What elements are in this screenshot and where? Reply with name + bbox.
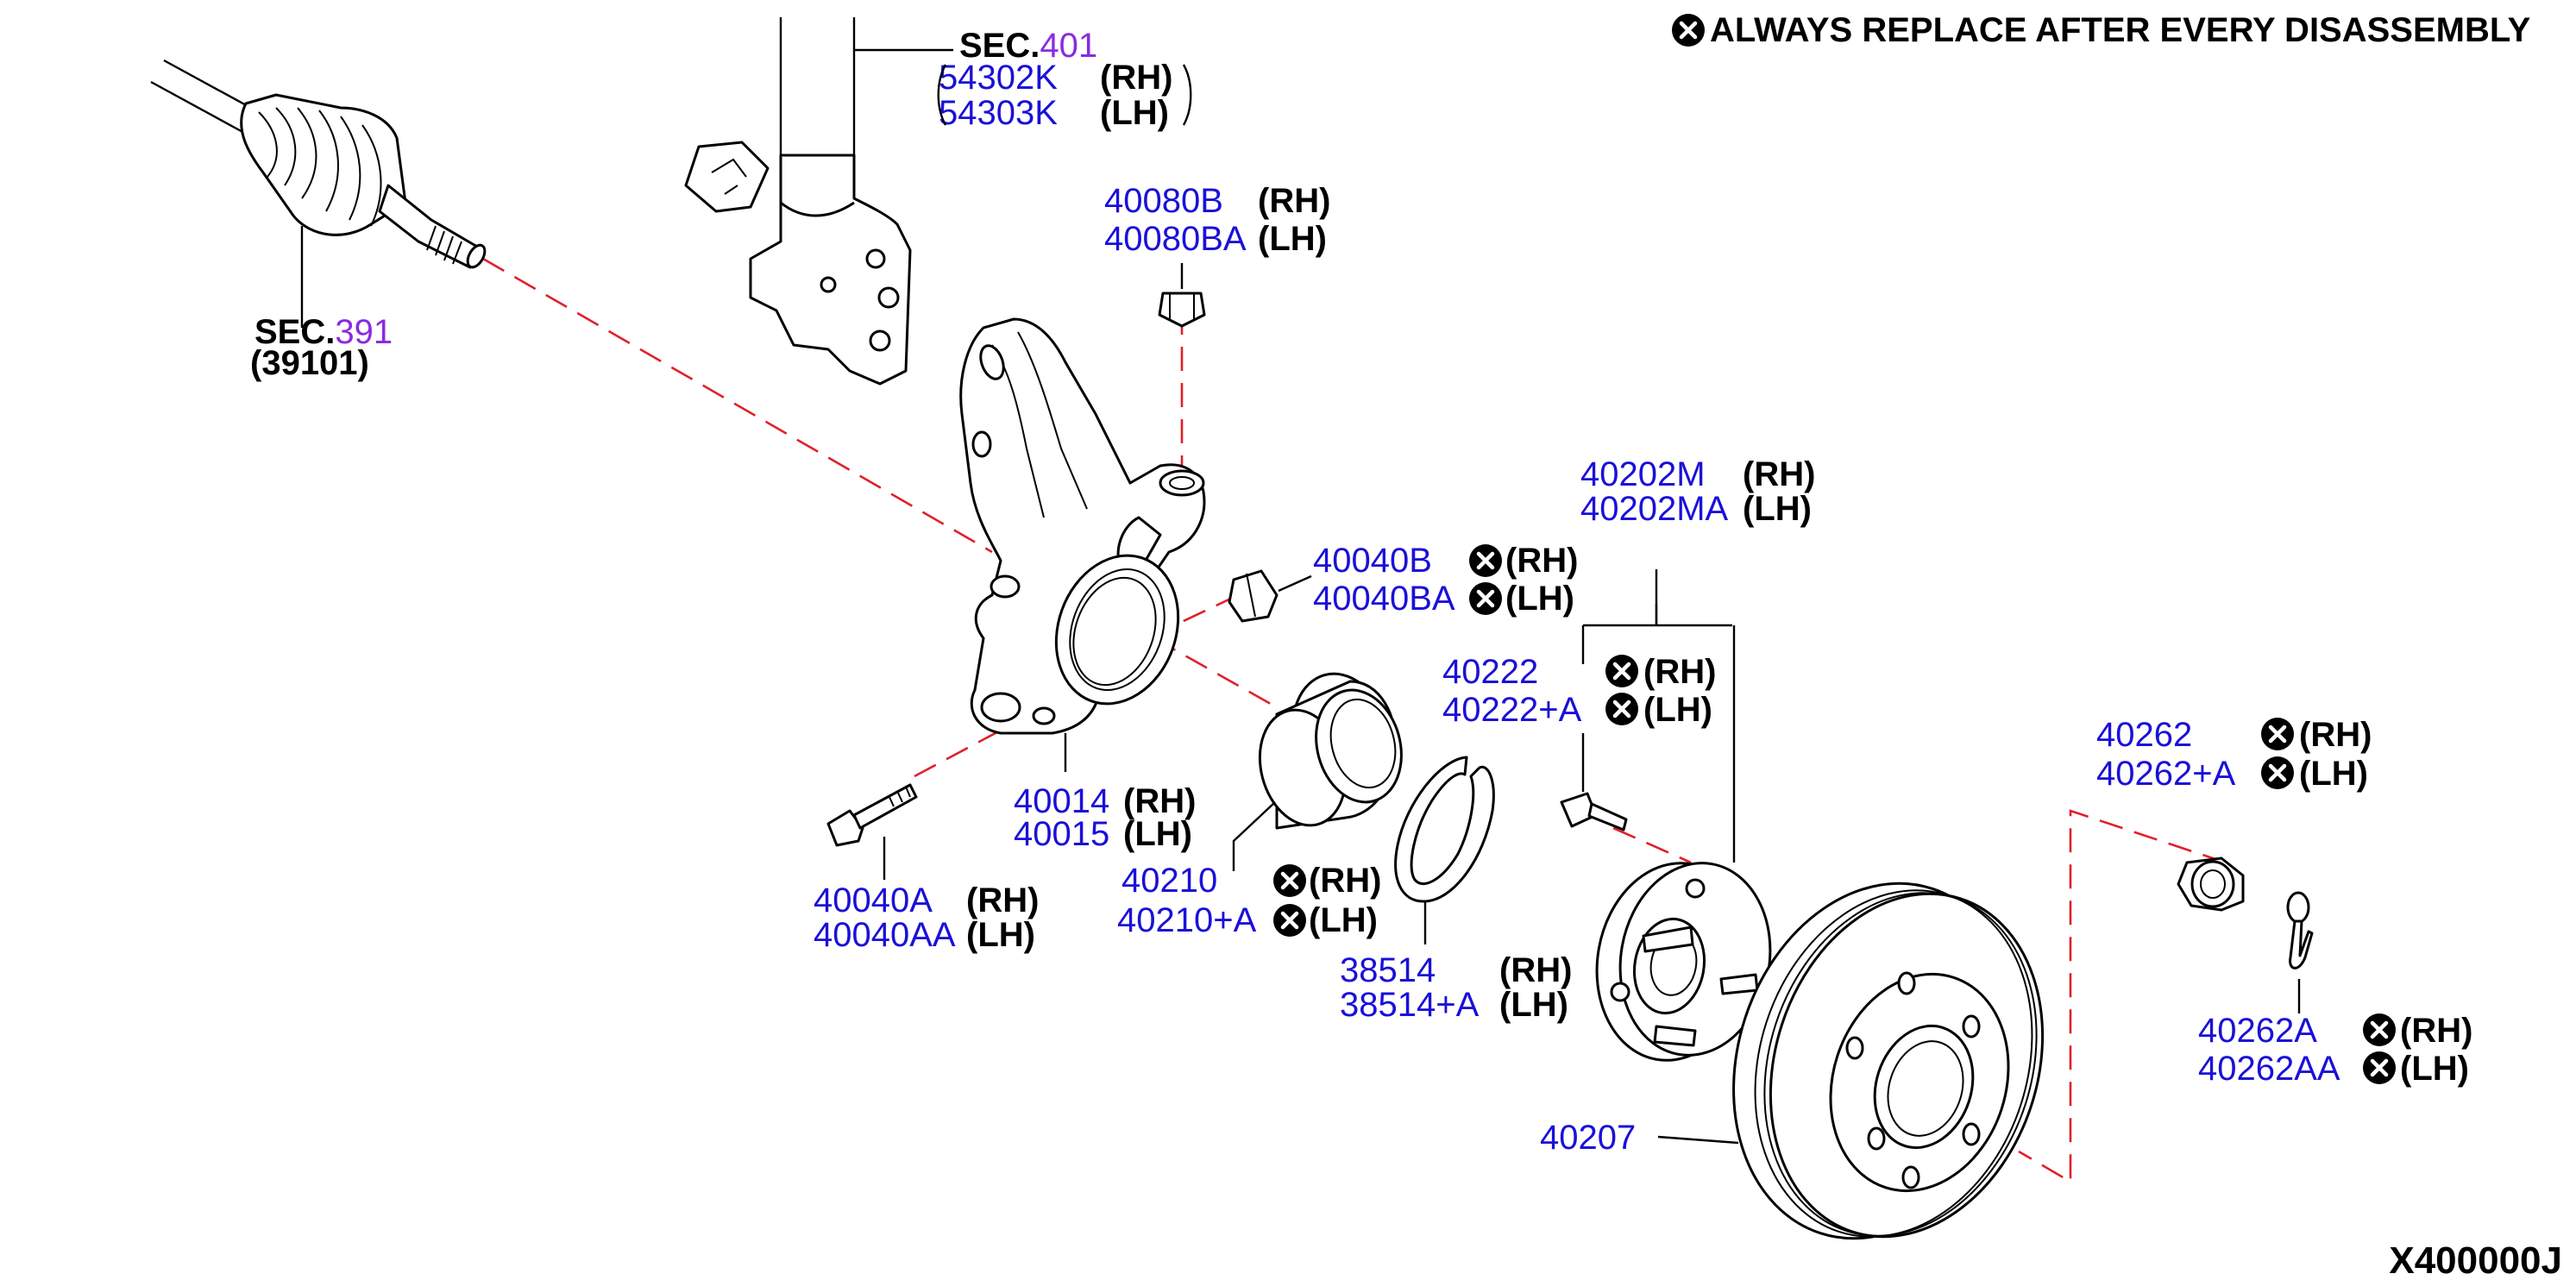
svg-text:(RH): (RH) (1309, 862, 1381, 900)
svg-text:40222+A: 40222+A (1442, 691, 1582, 729)
svg-text:40040AA: 40040AA (814, 916, 956, 954)
svg-text:(LH): (LH) (1743, 490, 1812, 528)
label-sec391: SEC.391 (39101) (250, 313, 393, 382)
label-40202m: 40202M (RH) 40202MA (LH) (1580, 455, 1815, 528)
svg-text:54303K: 54303K (939, 94, 1058, 132)
leader-lines (1581, 569, 1732, 664)
svg-text:(LH): (LH) (2299, 755, 2368, 793)
svg-text:(LH): (LH) (1643, 691, 1712, 729)
svg-text:(LH): (LH) (1505, 580, 1574, 618)
diagram-reference: X400000J (2389, 1239, 2562, 1280)
svg-text:(RH): (RH) (2299, 716, 2372, 754)
wheel-bearing (1232, 672, 1403, 871)
svg-text:(LH): (LH) (1258, 220, 1327, 258)
label-40040b: 40040B (RH) 40040BA (LH) (1313, 542, 1578, 618)
label-38514: 38514 (RH) 38514+A (LH) (1340, 951, 1572, 1024)
snap-ring (1394, 756, 1495, 944)
label-40040a: 40040A (RH) 40040AA (LH) (814, 882, 1039, 954)
svg-text:40222: 40222 (1442, 653, 1538, 691)
drive-shaft (150, 59, 487, 328)
svg-text:40015: 40015 (1014, 815, 1109, 853)
svg-text:(RH): (RH) (1499, 951, 1572, 989)
note-banner: ALWAYS REPLACE AFTER EVERY DISASSEMBLY (1672, 11, 2531, 49)
hub-bolt-40222 (1560, 733, 1628, 831)
label-40207: 40207 (1540, 1119, 1636, 1157)
note-text: ALWAYS REPLACE AFTER EVERY DISASSEMBLY (1710, 11, 2531, 49)
svg-text:(RH): (RH) (966, 882, 1039, 919)
brake-rotor (1657, 882, 2045, 1240)
svg-text:40040BA: 40040BA (1313, 580, 1455, 618)
svg-text:(LH): (LH) (2400, 1050, 2469, 1088)
svg-text:40262A: 40262A (2198, 1012, 2317, 1050)
steering-knuckle (959, 317, 1206, 772)
svg-text:40262AA: 40262AA (2198, 1050, 2340, 1088)
svg-text:38514+A: 38514+A (1340, 986, 1480, 1024)
svg-text:(RH): (RH) (1258, 182, 1330, 220)
label-40262A: 40262A (RH) 40262AA (LH) (2198, 1012, 2472, 1088)
svg-text:40262: 40262 (2096, 716, 2192, 754)
svg-text:(LH): (LH) (1123, 815, 1192, 853)
svg-text:(LH): (LH) (1499, 986, 1568, 1024)
svg-text:40080B: 40080B (1104, 182, 1223, 220)
svg-text:40262+A: 40262+A (2096, 755, 2236, 793)
svg-text:(LH): (LH) (1100, 94, 1169, 132)
svg-text:40202M: 40202M (1580, 455, 1706, 493)
label-40210: 40210 (RH) 40210+A (LH) (1117, 862, 1381, 939)
svg-text:(LH): (LH) (966, 916, 1035, 954)
svg-text:40080BA: 40080BA (1104, 220, 1247, 258)
svg-text:40202MA: 40202MA (1580, 490, 1729, 528)
svg-text:(RH): (RH) (1743, 455, 1815, 493)
wheel-hub (1595, 625, 1772, 1062)
svg-text:(RH): (RH) (2400, 1012, 2472, 1050)
svg-text:38514: 38514 (1340, 951, 1436, 989)
label-sec401: SEC.401 54302K (RH) 54303K (LH) (937, 27, 1192, 132)
svg-text:40040A: 40040A (814, 882, 933, 919)
svg-text:SEC.401: SEC.401 (959, 27, 1097, 65)
svg-text:40014: 40014 (1014, 782, 1109, 820)
svg-text:54302K: 54302K (939, 59, 1058, 97)
svg-text:(RH): (RH) (1100, 59, 1172, 97)
svg-text:SEC.391: SEC.391 (254, 313, 393, 351)
nut-40040b (1228, 569, 1312, 623)
label-40262: 40262 (RH) 40262+A (LH) (2096, 716, 2372, 793)
svg-text:(39101): (39101) (250, 344, 369, 382)
svg-text:40040B: 40040B (1313, 542, 1432, 580)
svg-text:(RH): (RH) (1643, 653, 1716, 691)
svg-text:40210: 40210 (1122, 862, 1217, 900)
label-40080b: 40080B (RH) 40080BA (LH) (1104, 182, 1330, 258)
svg-text:(LH): (LH) (1309, 901, 1378, 939)
svg-text:(RH): (RH) (1123, 782, 1196, 820)
nut-40080b (1158, 263, 1206, 328)
cotter-pin (2286, 891, 2314, 1013)
label-40014: 40014 (RH) 40015 (LH) (1014, 782, 1196, 853)
bolt-40040a (826, 783, 918, 880)
axle-nut (2177, 856, 2245, 912)
label-40222: 40222 (RH) 40222+A (LH) (1442, 653, 1716, 729)
svg-text:40210+A: 40210+A (1117, 901, 1257, 939)
svg-text:40207: 40207 (1540, 1119, 1636, 1157)
strut-assembly (684, 17, 953, 386)
svg-text:(RH): (RH) (1505, 542, 1578, 580)
